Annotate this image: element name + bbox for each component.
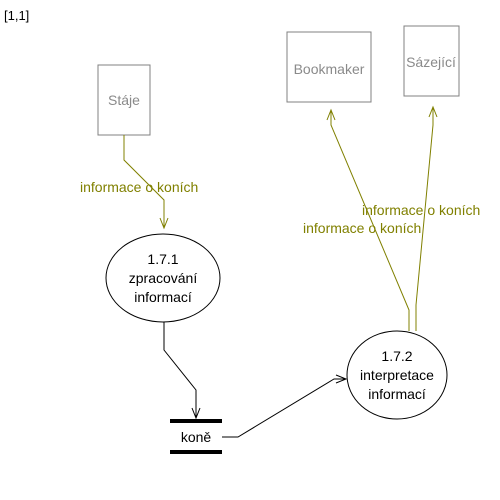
flow-staje-to-process-171[interactable]: informace o koních: [80, 135, 198, 230]
entity-sazejici-label: Sázející: [406, 54, 456, 70]
flow-sazejici-label: informace o koních: [362, 202, 480, 218]
entity-bookmaker-label: Bookmaker: [294, 61, 365, 77]
flow-process-172-to-bookmaker[interactable]: informace o koních: [303, 108, 421, 331]
data-store-label: koně: [181, 429, 212, 445]
flow-process-171-to-store[interactable]: [163, 322, 201, 420]
entity-sazejici[interactable]: Sázející: [403, 25, 460, 97]
entity-bookmaker[interactable]: Bookmaker: [286, 31, 372, 103]
data-store-kone[interactable]: koně: [170, 419, 222, 454]
flow-staje-label: informace o koních: [80, 179, 198, 195]
process-172-line1: interpretace: [360, 367, 434, 383]
process-172-line2: informací: [368, 386, 426, 402]
flow-process-172-to-sazejici[interactable]: informace o koních: [362, 105, 480, 331]
process-171-line1: zpracování: [129, 270, 198, 286]
process-171-number: 1.7.1: [147, 251, 178, 267]
entity-staje-label: Stáje: [108, 92, 140, 108]
process-171[interactable]: 1.7.1 zpracování informací: [105, 233, 221, 323]
process-172[interactable]: 1.7.2 interpretace informací: [346, 330, 448, 420]
flow-bookmaker-label: informace o koních: [303, 220, 421, 236]
flow-store-to-process-172[interactable]: [222, 374, 348, 438]
entity-staje[interactable]: Stáje: [97, 64, 151, 136]
page-label: [1,1]: [4, 8, 30, 23]
process-172-number: 1.7.2: [381, 348, 412, 364]
process-171-line2: informací: [134, 289, 192, 305]
